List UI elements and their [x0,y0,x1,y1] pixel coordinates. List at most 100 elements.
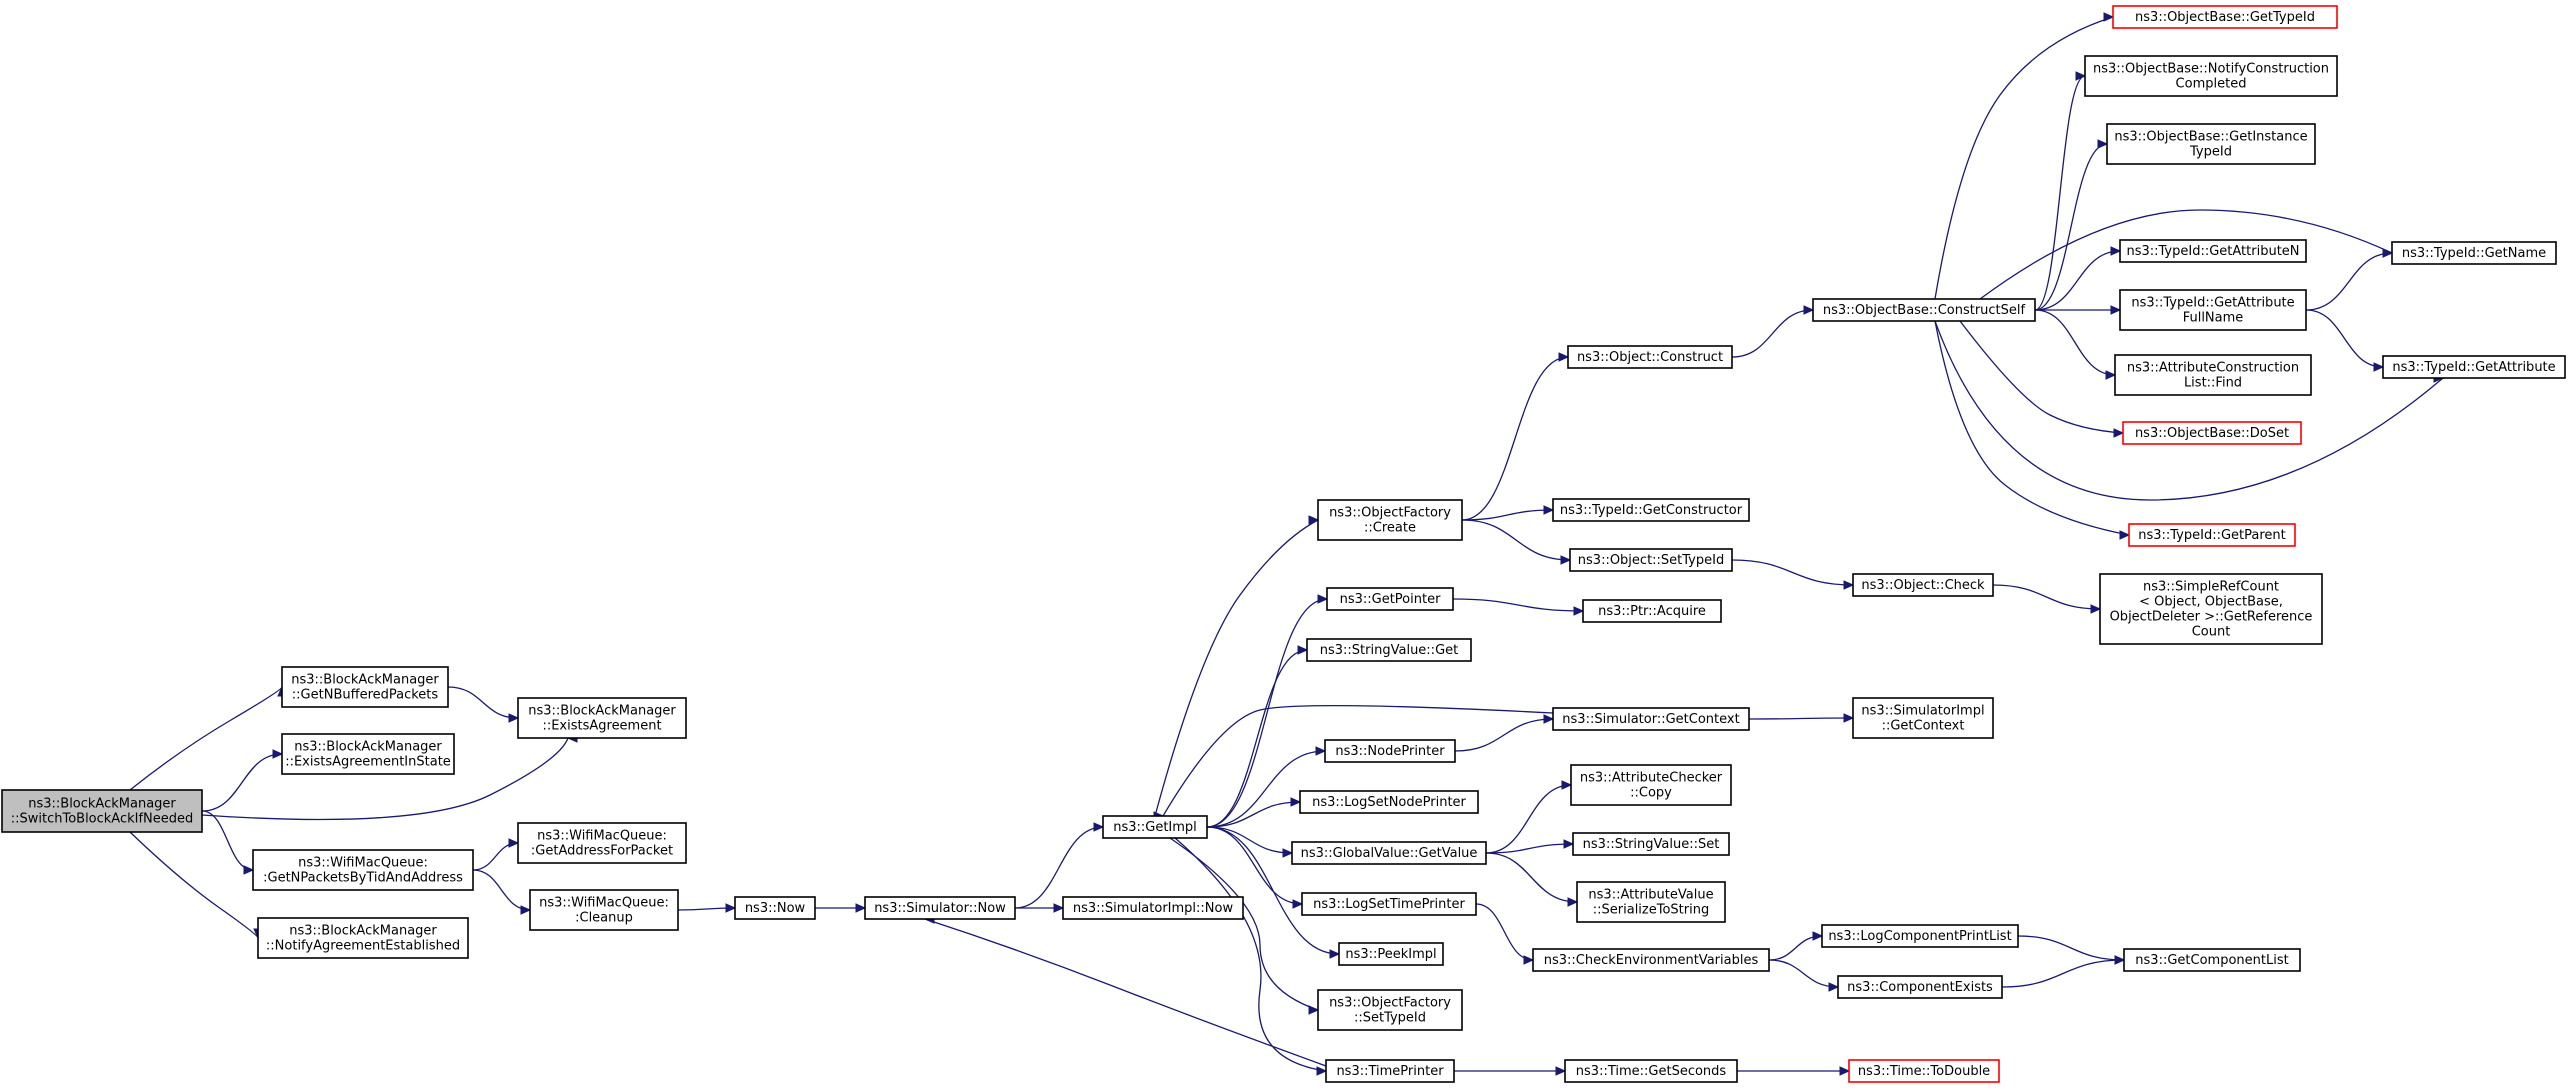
node-box [2112,5,2338,29]
node-box [1102,815,1208,839]
node-strvalset[interactable]: ns3::StringValue::Set [1572,832,1730,856]
node-strvalget[interactable]: ns3::StringValue::Get [1306,638,1472,662]
edge-logsettimeprinter-to-checkenv [1475,903,1535,965]
edge-objconstruct-to-objbaseconstructself [1731,305,1815,358]
node-timeprinter[interactable]: ns3::TimePrinter [1325,1059,1455,1083]
node-getimpl[interactable]: ns3::GetImpl [1102,815,1208,839]
node-label-line: ::SwitchToBlockAckIfNeeded [11,812,194,827]
node-box [1570,764,1732,806]
node-componentexists[interactable]: ns3::ComponentExists [1837,975,2003,999]
node-getpointer[interactable]: ns3::GetPointer [1326,587,1454,611]
node-objbasegettypeid[interactable]: ns3::ObjectBase::GetTypeId [2112,5,2338,29]
edge-getimpl-to-logsettimeprinter [1206,826,1304,909]
node-label-line: ns3::Object::Check [1861,578,1985,593]
node-label-line: ns3::LogComponentPrintList [1828,929,2011,944]
edges-layer [129,12,2445,1076]
node-box [1567,345,1733,369]
node-box [2119,289,2307,331]
node-ptracquire[interactable]: ns3::Ptr::Acquire [1582,599,1722,623]
node-existsagrstate[interactable]: ns3::BlockAckManager::ExistsAgreementInS… [281,733,455,775]
node-box [517,822,687,864]
node-notifyagr[interactable]: ns3::BlockAckManager::NotifyAgreementEst… [257,917,469,959]
node-label-line: ns3::StringValue::Get [1320,643,1458,658]
node-logsettimeprinter[interactable]: ns3::LogSetTimePrinter [1301,892,1477,916]
node-simimplgetcontext[interactable]: ns3::SimulatorImpl::GetContext [1852,697,1994,739]
node-objconstruct[interactable]: ns3::Object::Construct [1567,345,1733,369]
node-label-line: ns3::Now [745,901,806,916]
edge-logcomponentprintlist-to-getcomponentlist [2017,935,2126,965]
node-box [1317,989,1463,1031]
node-label-line: ns3::TypeId::GetName [2402,246,2546,261]
node-box [257,917,469,959]
node-typeidgetname[interactable]: ns3::TypeId::GetName [2391,241,2557,265]
node-label-line: ns3::AttributeConstruction [2127,361,2299,376]
edge-getnpackets-to-cleanup [472,869,532,915]
node-simplerefcount[interactable]: ns3::SimpleRefCount< Object, ObjectBase,… [2099,573,2323,645]
edge-objfactcreate-to-objsettypeid [1461,519,1572,565]
node-objbasedoset[interactable]: ns3::ObjectBase::DoSet [2122,421,2302,445]
node-root[interactable]: ns3::BlockAckManager::SwitchToBlockAckIf… [1,789,203,833]
node-checkenv[interactable]: ns3::CheckEnvironmentVariables [1532,948,1770,972]
node-getaddr[interactable]: ns3::WifiMacQueue::GetAddressForPacket [517,822,687,864]
node-typeidgetattrn[interactable]: ns3::TypeId::GetAttributeN [2119,239,2307,263]
node-label-line: ::GetContext [1882,719,1965,734]
node-label-line: ns3::WifiMacQueue: [537,829,667,844]
node-label-line: ::Copy [1630,786,1672,801]
node-logsetnodeprinter[interactable]: ns3::LogSetNodePrinter [1299,790,1479,814]
node-attrcheckercopy[interactable]: ns3::AttributeChecker::Copy [1570,764,1732,806]
node-getnpackets[interactable]: ns3::WifiMacQueue::GetNPacketsByTidAndAd… [252,849,474,891]
node-box [1552,498,1750,522]
node-label-line: ns3::AttributeChecker [1580,771,1723,786]
node-label-line: ns3::BlockAckManager [291,673,439,688]
node-label-line: Completed [2176,77,2247,92]
node-simnow[interactable]: ns3::Simulator::Now [864,896,1016,920]
node-typeidgetattr[interactable]: ns3::TypeId::GetAttribute [2382,355,2566,379]
node-label-line: ns3::TypeId::GetConstructor [1560,503,1743,518]
node-attrvalserialize[interactable]: ns3::AttributeValue::SerializeToString [1576,881,1726,923]
node-label-line: ns3::ObjectBase::GetTypeId [2135,10,2315,25]
node-simimplnow[interactable]: ns3::SimulatorImpl::Now [1062,896,1244,920]
node-box [1317,499,1463,541]
node-label-line: ns3::Time::ToDouble [1858,1064,1990,1079]
node-getcomponentlist[interactable]: ns3::GetComponentList [2123,948,2301,972]
node-timetodouble[interactable]: ns3::Time::ToDouble [1848,1059,2000,1083]
node-globalvalget[interactable]: ns3::GlobalValue::GetValue [1291,841,1487,865]
edge-objbaseconstructself-to-objbasedoset [1959,320,2125,438]
node-objbasenotify[interactable]: ns3::ObjectBase::NotifyConstructionCompl… [2084,55,2338,97]
node-objsettypeid[interactable]: ns3::Object::SetTypeId [1569,548,1733,572]
edge-simnow-to-getimpl [1014,822,1105,909]
node-objfactcreate[interactable]: ns3::ObjectFactory::Create [1317,499,1463,541]
node-getnbuff[interactable]: ns3::BlockAckManager::GetNBufferedPacket… [281,666,449,708]
edge-getimpl-to-peekimpl [1206,826,1341,959]
edge-objbaseconstructself-to-typeidgetattr [1934,320,2445,501]
node-objbaseconstructself[interactable]: ns3::ObjectBase::ConstructSelf [1812,298,2036,322]
edge-root-to-getnbuff [129,685,287,791]
node-box [1821,924,2019,948]
edge-getimpl-to-objfactcreate [1154,515,1320,817]
node-label-line: ns3::Simulator::Now [874,901,1006,916]
edge-typeidgetattrfull-to-typeidgetname [2305,248,2394,311]
node-peekimpl[interactable]: ns3::PeekImpl [1338,942,1444,966]
node-existsagr[interactable]: ns3::BlockAckManager::ExistsAgreement [517,697,687,739]
node-label-line: ns3::TimePrinter [1336,1064,1444,1079]
node-box [1062,896,1244,920]
node-box [1576,881,1726,923]
node-objcheck[interactable]: ns3::Object::Check [1852,573,1994,597]
edge-nodeprinter-to-simgetcontext [1454,714,1555,752]
node-now[interactable]: ns3::Now [734,896,816,920]
node-typeidgetparent[interactable]: ns3::TypeId::GetParent [2128,523,2296,547]
node-label-line: ns3::GetImpl [1113,820,1197,835]
node-simgetcontext[interactable]: ns3::Simulator::GetContext [1552,707,1750,731]
node-timegetseconds[interactable]: ns3::Time::GetSeconds [1564,1059,1738,1083]
node-objfactsettypeid[interactable]: ns3::ObjectFactory::SetTypeId [1317,989,1463,1031]
node-typeidgetconstructor[interactable]: ns3::TypeId::GetConstructor [1552,498,1750,522]
node-logcomponentprintlist[interactable]: ns3::LogComponentPrintList [1821,924,2019,948]
node-cleanup[interactable]: ns3::WifiMacQueue::Cleanup [529,889,679,931]
node-nodeprinter[interactable]: ns3::NodePrinter [1324,739,1456,763]
node-box [1572,832,1730,856]
node-label-line: :GetNPacketsByTidAndAddress [263,871,463,886]
node-box [281,733,455,775]
